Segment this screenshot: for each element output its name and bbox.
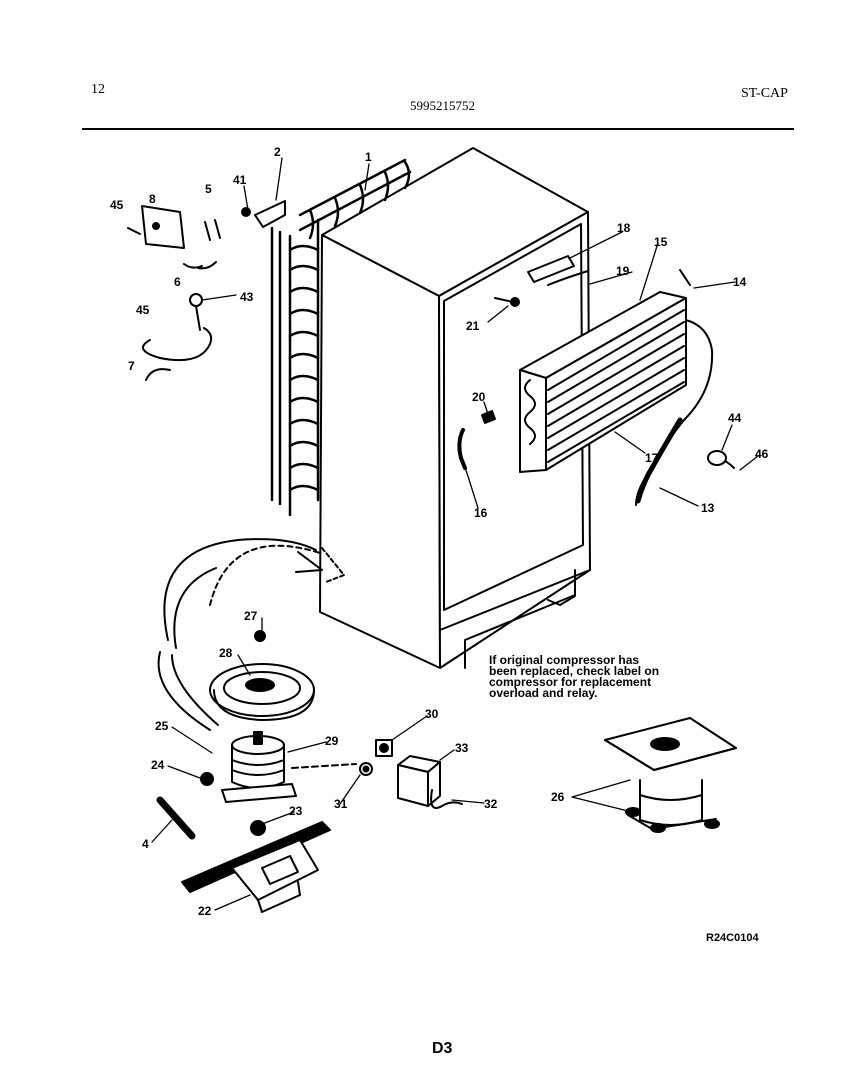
note-line-1: If original compressor has [489, 653, 640, 667]
relay-box [397, 755, 463, 809]
callout-33: 33 [455, 741, 469, 755]
page-number-header: 12 [91, 82, 105, 97]
callout-31: 31 [334, 797, 348, 811]
header-rule [82, 128, 794, 130]
callout-45-mid: 45 [136, 303, 150, 317]
evaporator [519, 269, 714, 506]
base-plate [181, 821, 331, 913]
callout-17: 17 [645, 451, 659, 465]
note-line-2: been replaced, check label on [489, 664, 660, 678]
compressor-note: If original compressor has been replaced… [489, 653, 719, 700]
callout-16: 16 [474, 506, 488, 520]
part-number: 5995215752 [410, 98, 475, 113]
page-label: D3 [432, 1040, 453, 1057]
callout-32: 32 [484, 797, 498, 811]
callout-23: 23 [289, 804, 303, 818]
note-line-4: overload and relay. [489, 686, 598, 700]
callout-25: 25 [155, 719, 169, 733]
model-code: ST-CAP [741, 86, 788, 101]
cabinet [319, 147, 591, 669]
callout-43: 43 [240, 290, 254, 304]
callout-18: 18 [617, 221, 631, 235]
callout-41: 41 [233, 173, 247, 187]
condenser-coil [270, 158, 412, 517]
callout-45-top: 45 [110, 198, 124, 212]
callout-8: 8 [149, 192, 156, 206]
callout-2: 2 [274, 145, 281, 159]
callout-14: 14 [733, 275, 747, 289]
callout-44: 44 [728, 411, 742, 425]
note-line-3: compressor for replacement [489, 675, 652, 689]
figure-code: R24C0104 [706, 932, 759, 944]
callout-6: 6 [174, 275, 181, 289]
callout-27: 27 [244, 609, 258, 623]
compressor [221, 731, 297, 803]
callout-15: 15 [654, 235, 668, 249]
callout-7: 7 [128, 359, 135, 373]
callout-29: 29 [325, 734, 339, 748]
callout-4: 4 [142, 837, 149, 851]
drain-pan [209, 663, 315, 721]
alternate-compressor [604, 717, 737, 833]
callout-20: 20 [472, 390, 486, 404]
callout-21: 21 [466, 319, 480, 333]
callout-13: 13 [701, 501, 715, 515]
callout-1: 1 [365, 150, 372, 164]
callout-28: 28 [219, 646, 233, 660]
callout-5: 5 [205, 182, 212, 196]
callout-24: 24 [151, 758, 165, 772]
callout-26: 26 [551, 790, 565, 804]
callout-46: 46 [755, 447, 769, 461]
callout-30: 30 [425, 707, 439, 721]
callout-22: 22 [198, 904, 212, 918]
callout-19: 19 [616, 264, 630, 278]
